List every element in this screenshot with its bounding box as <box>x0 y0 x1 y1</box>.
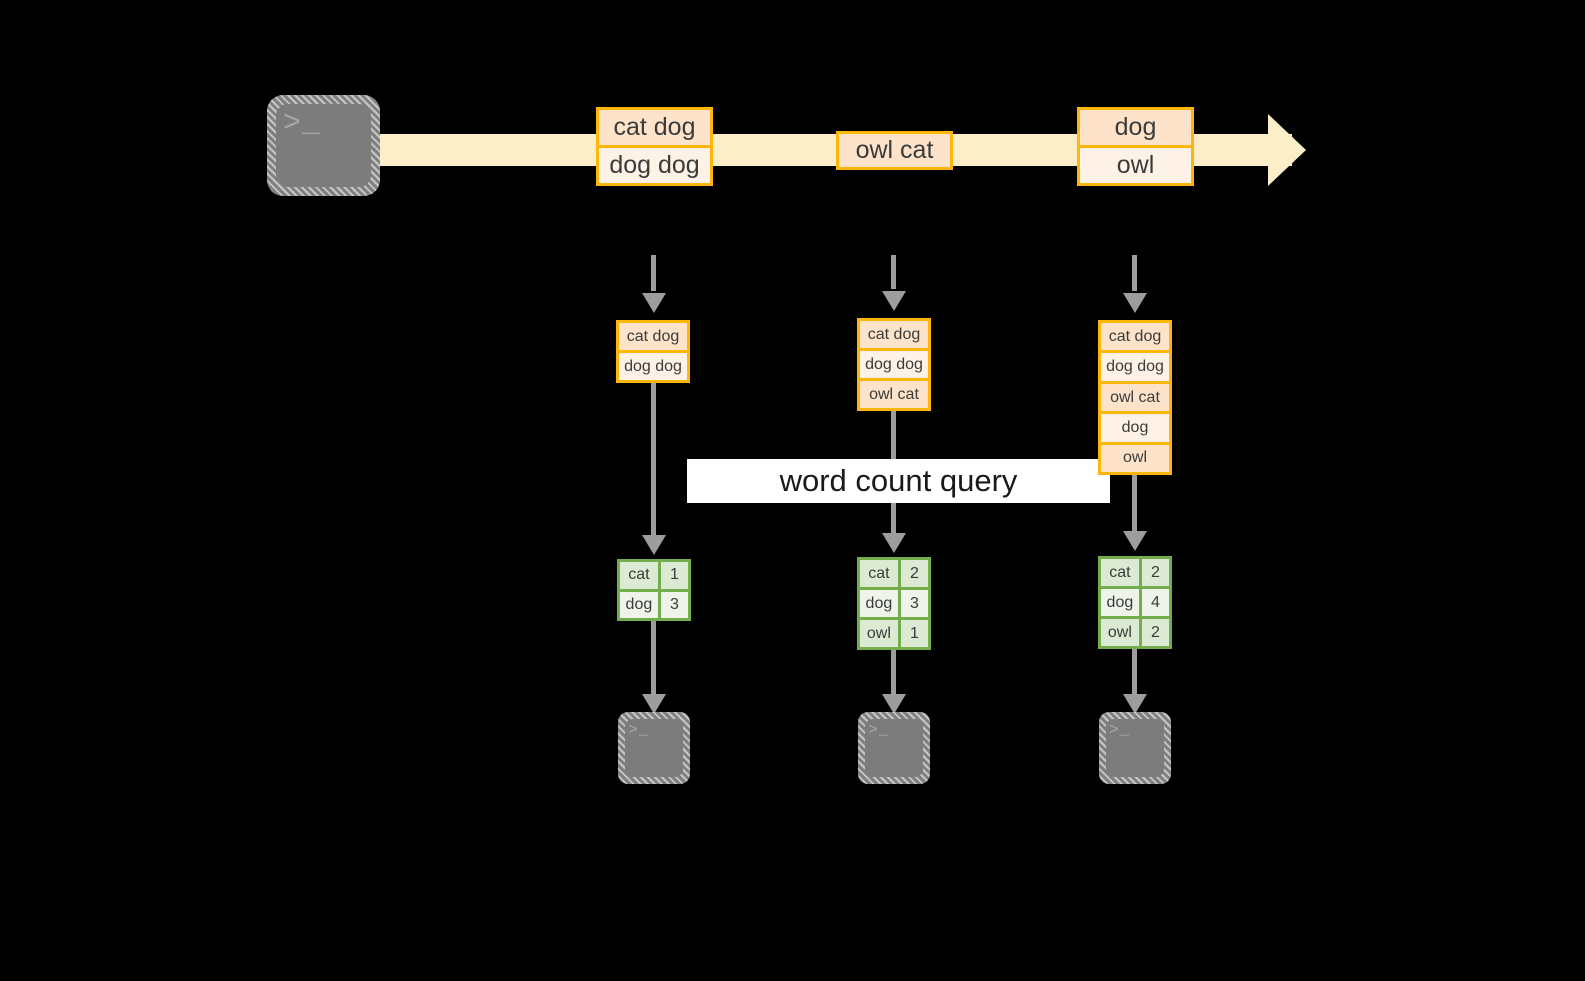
stream-record-group-1: cat dog dog dog <box>596 107 713 186</box>
query-label: word count query <box>687 459 1110 503</box>
stream-record: owl cat <box>839 134 950 167</box>
count-value: 3 <box>660 591 688 618</box>
terminal-prompt-glyph: >_ <box>868 721 890 740</box>
counts-1-to-sink-arrow <box>651 621 656 694</box>
count-word: cat <box>620 562 661 589</box>
count-row: cat 2 <box>860 560 928 587</box>
snapshot-3-records-overlay: cat dog dog dog owl cat dog owl <box>1098 320 1172 475</box>
terminal-screen <box>865 719 923 777</box>
stream-to-snapshot-arrowhead-2 <box>882 291 906 311</box>
count-value: 2 <box>1141 619 1169 646</box>
snapshot-record: dog dog <box>1101 350 1169 381</box>
snapshot-record: cat dog <box>619 323 687 350</box>
count-value: 2 <box>900 560 928 587</box>
snapshot-2-counts: cat 2 dog 3 owl 1 <box>857 557 931 650</box>
count-row: owl 1 <box>860 617 928 647</box>
snapshot-3-to-counts-arrow <box>1132 475 1137 531</box>
stream-to-snapshot-arrowhead-1 <box>642 293 666 313</box>
count-word: dog <box>860 590 901 617</box>
stream-to-snapshot-arrow-3 <box>1132 255 1137 291</box>
snapshot-record: owl <box>1101 441 1169 473</box>
snapshot-3-counts: cat 2 dog 4 owl 2 <box>1098 556 1172 649</box>
count-word: cat <box>860 560 901 587</box>
stream-record: cat dog <box>599 110 710 145</box>
count-word: dog <box>620 591 661 618</box>
stream-arrowhead <box>1268 114 1306 186</box>
stream-record: dog dog <box>599 145 710 183</box>
snapshot-1-to-counts-arrow <box>651 383 656 535</box>
terminal-prompt-glyph: >_ <box>628 721 650 740</box>
terminal-screen <box>276 104 371 187</box>
source-terminal-icon[interactable]: >_ <box>267 95 380 196</box>
counts-2-to-sink-arrowhead <box>882 694 906 714</box>
counts-1-to-sink-arrowhead <box>642 694 666 714</box>
snapshot-record: dog dog <box>860 348 928 378</box>
stream-to-snapshot-arrow-2 <box>891 255 896 289</box>
count-value: 3 <box>900 590 928 617</box>
terminal-prompt-glyph: >_ <box>282 107 321 142</box>
count-value: 2 <box>1141 559 1169 586</box>
counts-3-to-sink-arrow <box>1132 649 1137 694</box>
count-row: dog 4 <box>1101 586 1169 616</box>
snapshot-record: owl cat <box>1101 380 1169 412</box>
stream-to-snapshot-arrowhead-3 <box>1123 293 1147 313</box>
snapshot-3-to-counts-arrowhead <box>1123 531 1147 551</box>
counts-3-to-sink-arrowhead <box>1123 694 1147 714</box>
sink-terminal-icon-1[interactable]: >_ <box>618 712 690 784</box>
snapshot-1-counts: cat 1 dog 3 <box>617 559 691 621</box>
snapshot-1-to-counts-arrowhead <box>642 535 666 555</box>
counts-2-to-sink-arrow <box>891 650 896 694</box>
terminal-screen <box>625 719 683 777</box>
count-word: dog <box>1101 589 1142 616</box>
count-row: dog 3 <box>620 588 688 618</box>
snapshot-record: owl cat <box>860 378 928 408</box>
snapshot-2-records: cat dog dog dog owl cat <box>857 318 931 411</box>
stream-record: owl <box>1080 145 1191 183</box>
count-row: owl 2 <box>1101 616 1169 646</box>
snapshot-record: cat dog <box>860 321 928 348</box>
snapshot-record: cat dog <box>1101 323 1169 351</box>
stream-record-group-2: owl cat <box>836 131 953 170</box>
count-word: cat <box>1101 559 1142 586</box>
stream-record-group-3: dog owl <box>1077 107 1194 186</box>
count-row: dog 3 <box>860 587 928 617</box>
sink-terminal-icon-2[interactable]: >_ <box>858 712 930 784</box>
stream-to-snapshot-arrow-1 <box>651 255 656 291</box>
snapshot-record: dog <box>1101 411 1169 442</box>
sink-terminal-icon-3[interactable]: >_ <box>1099 712 1171 784</box>
count-value: 1 <box>660 562 688 589</box>
count-value: 4 <box>1141 589 1169 616</box>
terminal-screen <box>1106 719 1164 777</box>
count-row: cat 1 <box>620 562 688 589</box>
snapshot-1-records: cat dog dog dog <box>616 320 690 383</box>
terminal-prompt-glyph: >_ <box>1109 721 1131 740</box>
snapshot-record: dog dog <box>619 350 687 380</box>
snapshot-2-to-counts-arrowhead <box>882 533 906 553</box>
stream-record: dog <box>1080 110 1191 145</box>
count-word: owl <box>860 620 901 647</box>
count-word: owl <box>1101 619 1142 646</box>
count-value: 1 <box>900 620 928 647</box>
count-row: cat 2 <box>1101 559 1169 586</box>
